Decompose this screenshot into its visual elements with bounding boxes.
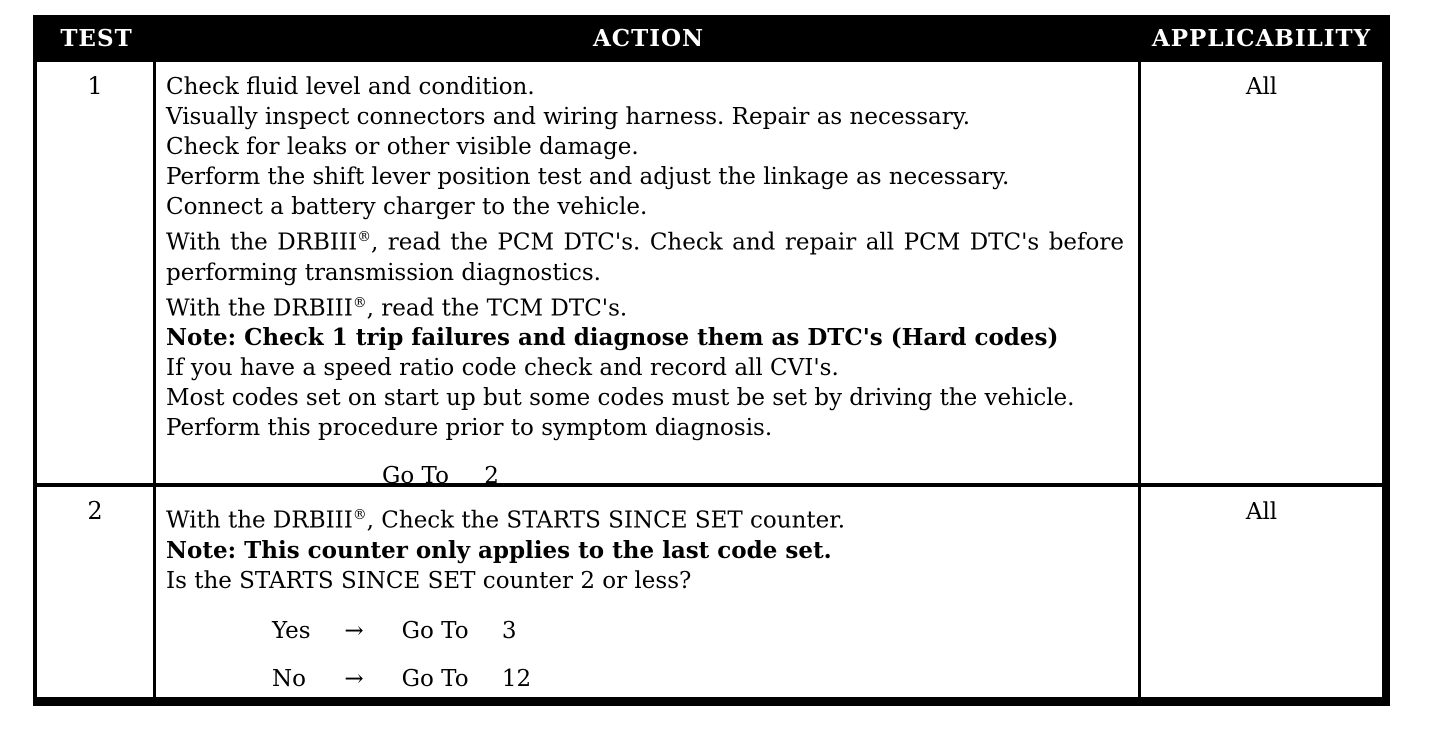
column-header-applicability: APPLICABILITY: [1151, 25, 1372, 52]
decision-no-line: No → Go To 12: [272, 664, 1124, 694]
action-note-line: Note: This counter only applies to the l…: [166, 536, 832, 564]
column-header-action: ACTION: [592, 25, 705, 52]
goto-target: 12: [501, 665, 532, 692]
goto-target: 2: [484, 463, 499, 483]
action-line: Check for leaks or other visible damage.: [166, 134, 639, 160]
applicability-value: All: [1245, 499, 1278, 525]
column-header-test: TEST: [60, 25, 133, 52]
action-line: With the DRBIII®, read the TCM DTC's.: [166, 294, 628, 322]
table-row-test-1: 1 Check fluid level and condition. Visua…: [37, 62, 1382, 487]
table-row-test-2: 2 With the DRBIII®, Check the STARTS SIN…: [37, 487, 1382, 697]
action-line: Is the STARTS SINCE SET counter 2 or les…: [166, 567, 692, 594]
test-number: 2: [37, 487, 156, 697]
test-number: 1: [37, 62, 156, 483]
action-line: Perform the shift lever position test an…: [166, 164, 1010, 190]
action-line: If you have a speed ratio code check and…: [166, 355, 839, 382]
applicability-value: All: [1245, 74, 1278, 100]
action-line: Perform this procedure prior to symptom …: [166, 415, 773, 442]
goto-label: Go To: [382, 463, 449, 483]
decision-label: No: [272, 665, 306, 692]
right-arrow-icon: →: [344, 617, 364, 644]
action-line: Check fluid level and condition.: [166, 74, 535, 100]
action-cell: Check fluid level and condition. Visuall…: [156, 62, 1141, 483]
goto-label: Go To: [401, 617, 469, 644]
action-note-line: Note: Check 1 trip failures and diagnose…: [166, 324, 1059, 352]
action-line: Visually inspect connectors and wiring h…: [166, 104, 971, 130]
action-cell: With the DRBIII®, Check the STARTS SINCE…: [156, 487, 1141, 697]
action-line: Connect a battery charger to the vehicle…: [166, 194, 648, 220]
goto-label: Go To: [401, 665, 469, 692]
goto-directive: Go To 2: [382, 461, 1124, 483]
decision-label: Yes: [272, 617, 311, 644]
right-arrow-icon: →: [344, 665, 364, 692]
goto-target: 3: [501, 617, 517, 644]
action-line: With the DRBIII®, Check the STARTS SINCE…: [166, 507, 846, 534]
diagnostic-test-table: TEST ACTION APPLICABILITY 1 Check fluid …: [33, 15, 1390, 706]
table-header-row: TEST ACTION APPLICABILITY: [37, 15, 1382, 62]
decision-yes-line: Yes → Go To 3: [272, 616, 1124, 646]
action-line: Most codes set on start up but some code…: [166, 385, 1075, 412]
action-line: With the DRBIII®, read the PCM DTC's. Ch…: [166, 229, 1124, 286]
